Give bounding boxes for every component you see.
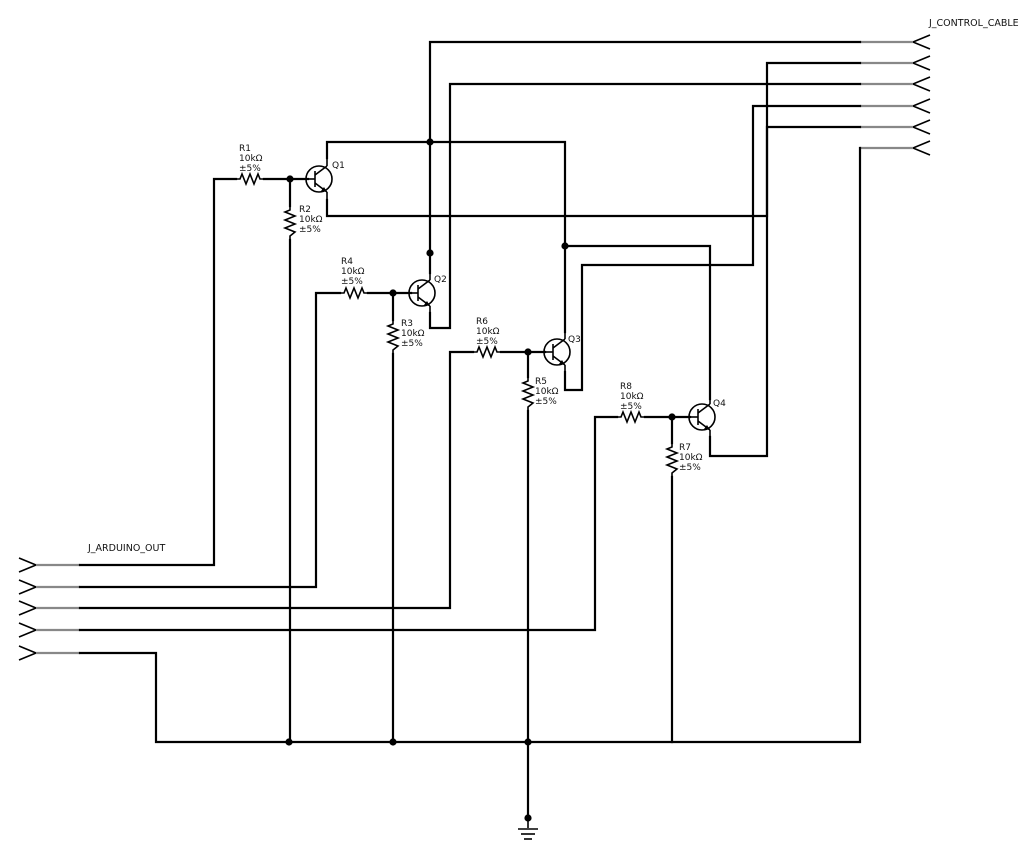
resistor-value: 10kΩ xyxy=(535,387,559,397)
resistor-r5: R5 10kΩ ±5% xyxy=(520,377,559,411)
transistor-q2: Q2 xyxy=(408,273,447,313)
resistor-ref: R1 xyxy=(239,144,251,154)
resistor-ref: R8 xyxy=(620,382,632,392)
ground-symbol xyxy=(518,818,538,840)
resistor-tolerance: ±5% xyxy=(535,397,557,407)
resistor-tolerance: ±5% xyxy=(679,463,701,473)
resistor-tolerance: ±5% xyxy=(476,337,498,347)
junctions xyxy=(285,138,676,822)
control-cable-label: J_CONTROL_CABLE xyxy=(928,18,1019,29)
resistor-tolerance: ±5% xyxy=(401,339,423,349)
resistor-value: 10kΩ xyxy=(620,392,644,402)
resistor-value: 10kΩ xyxy=(239,154,263,164)
resistor-tolerance: ±5% xyxy=(299,225,321,235)
resistor-ref: R3 xyxy=(401,319,413,329)
control-cable-connector: J_CONTROL_CABLE xyxy=(910,18,1019,156)
resistor-tolerance: ±5% xyxy=(341,277,363,287)
resistor-ref: R7 xyxy=(679,443,691,453)
transistor-ref: Q1 xyxy=(332,161,345,171)
transistor-ref: Q4 xyxy=(713,399,726,409)
resistor-value: 10kΩ xyxy=(476,327,500,337)
resistor-r3: R3 10kΩ ±5% xyxy=(385,319,425,354)
resistor-value: 10kΩ xyxy=(679,453,703,463)
resistor-tolerance: ±5% xyxy=(239,164,261,174)
transistor-q3: Q3 xyxy=(543,332,581,372)
resistor-ref: R5 xyxy=(535,377,547,387)
resistor-value: 10kΩ xyxy=(401,329,425,339)
arduino-out-connector: J_ARDUINO_OUT xyxy=(18,543,165,661)
resistor-r1: R1 10kΩ ±5% xyxy=(236,144,264,187)
transistor-ref: Q3 xyxy=(568,335,581,345)
resistor-r7: R7 10kΩ ±5% xyxy=(664,443,703,477)
wires xyxy=(36,40,913,822)
resistor-r8: R8 10kΩ ±5% xyxy=(617,382,645,425)
resistor-tolerance: ±5% xyxy=(620,402,642,412)
transistor-q1: Q1 xyxy=(305,158,345,200)
arduino-out-label: J_ARDUINO_OUT xyxy=(87,543,165,554)
resistor-r6: R6 10kΩ ±5% xyxy=(473,317,501,360)
resistor-value: 10kΩ xyxy=(341,267,365,277)
transistor-q4: Q4 xyxy=(688,399,726,437)
resistor-r2: R2 10kΩ ±5% xyxy=(282,205,323,240)
resistor-ref: R4 xyxy=(341,257,353,267)
transistor-ref: Q2 xyxy=(434,275,447,285)
resistor-r4: R4 10kΩ ±5% xyxy=(340,257,368,301)
resistor-ref: R2 xyxy=(299,205,311,215)
resistor-value: 10kΩ xyxy=(299,215,323,225)
resistor-ref: R6 xyxy=(476,317,488,327)
